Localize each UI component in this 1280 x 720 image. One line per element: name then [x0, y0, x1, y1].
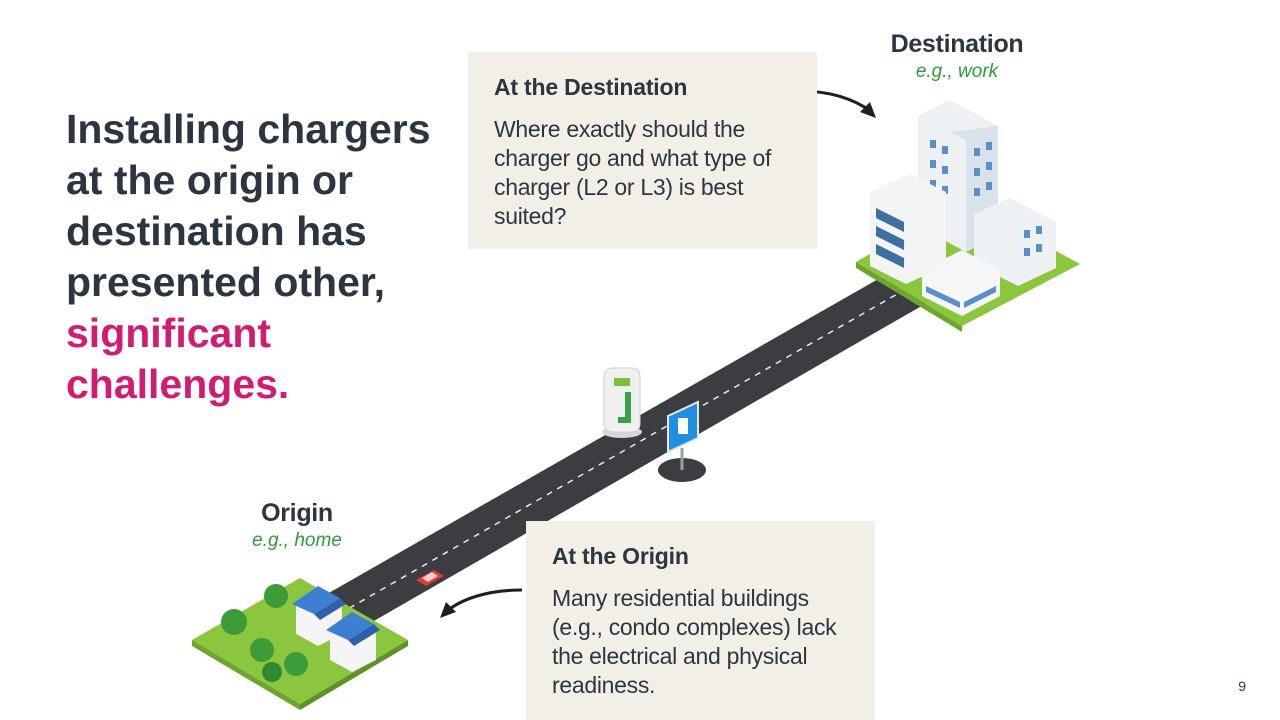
road — [320, 278, 932, 622]
destination-label-title: Destination — [890, 30, 1024, 58]
ev-charging-station-icon — [602, 367, 642, 438]
headline-accent: significant challenges. — [66, 310, 290, 407]
headline-text: Installing chargers at the origin or des… — [66, 106, 431, 305]
office-buildings-icon — [856, 100, 1080, 332]
origin-callout-title: At the Origin — [552, 543, 689, 569]
destination-label-example: e.g., work — [915, 61, 999, 82]
origin-label: Origin e.g., home — [222, 499, 372, 552]
charging-sign-icon — [658, 400, 706, 482]
origin-callout: At the Origin Many residential buildings… — [526, 521, 875, 720]
origin-label-example: e.g., home — [252, 530, 342, 551]
car-icon — [416, 570, 444, 586]
origin-label-title: Origin — [261, 499, 333, 527]
arrow-to-origin-icon — [440, 588, 523, 618]
destination-callout-title: At the Destination — [494, 74, 688, 100]
destination-callout: At the Destination Where exactly should … — [468, 52, 817, 249]
destination-callout-body: Where exactly should the charger go and … — [494, 116, 772, 229]
destination-label: Destination e.g., work — [872, 30, 1042, 83]
slide-headline: Installing chargers at the origin or des… — [66, 104, 466, 410]
page-number: 9 — [1238, 678, 1246, 694]
home-buildings-icon — [192, 578, 408, 710]
origin-callout-body: Many residential buildings (e.g., condo … — [552, 585, 837, 698]
